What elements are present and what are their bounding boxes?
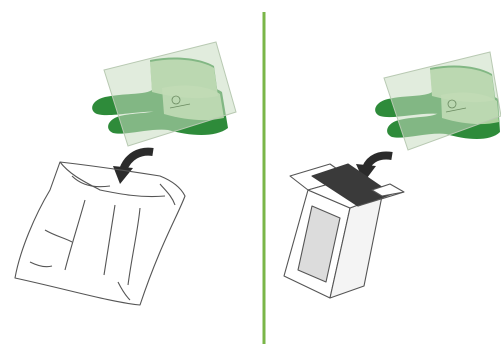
right-panel (284, 52, 501, 298)
arrow-down-icon (113, 152, 153, 184)
plastic-bag-icon (15, 162, 185, 305)
socks-in-sleeve-icon (375, 52, 501, 150)
open-box-icon (284, 164, 404, 298)
left-panel (15, 42, 236, 305)
socks-in-sleeve-icon (92, 42, 236, 146)
